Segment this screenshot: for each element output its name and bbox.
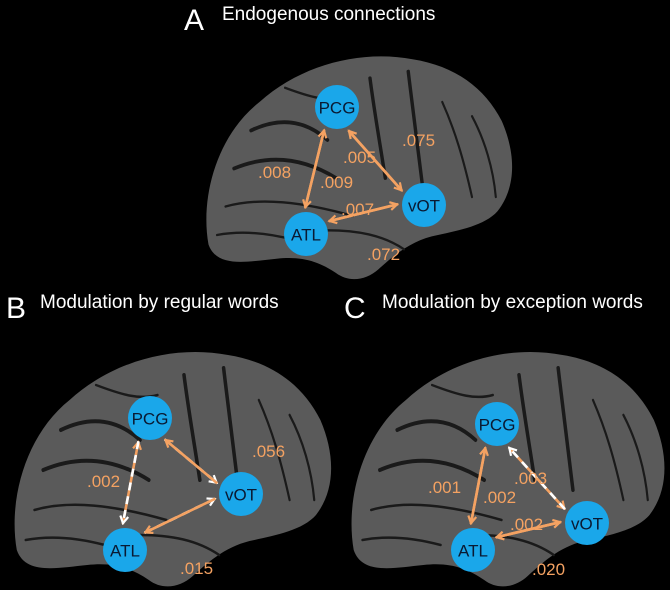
value-pcg-to-vot: .003 [514, 469, 547, 488]
connections-b [123, 438, 219, 533]
connection-values-b: .002 .056 .015 [87, 442, 285, 578]
value-vot-to-pcg: .056 [252, 442, 285, 461]
panel-c: C Modulation by exception words .001 .002… [344, 292, 667, 589]
value-pcg-to-atl: .002 [483, 488, 516, 507]
node-atl: ATL [103, 528, 147, 572]
arrow-vot-to-atl [330, 202, 399, 221]
value-atl-to-pcg: .001 [428, 478, 461, 497]
connection-values-c: .001.002.003.002.020 [428, 469, 565, 579]
brain-image-a [204, 54, 515, 281]
node-circle [284, 212, 328, 256]
node-circle [128, 396, 172, 440]
value-pcg-to-atl: .009 [320, 173, 353, 192]
nodes-a: PCG vOT ATL [284, 85, 446, 256]
node-circle [103, 528, 147, 572]
value-atl-to-pcg: .002 [87, 472, 120, 491]
arrow-vot-to-pcg [165, 440, 219, 485]
node-vot: vOT [402, 183, 446, 227]
panel-title-b: Modulation by regular words [40, 292, 279, 313]
brain-image-b [12, 350, 334, 589]
value-atl-to-pcg: .008 [258, 163, 291, 182]
node-vot: vOT [565, 501, 609, 545]
node-pcg: PCG [475, 402, 519, 446]
node-label: ATL [291, 226, 321, 245]
value-pcg-to-vot: .005 [343, 148, 376, 167]
node-atl: ATL [451, 528, 495, 572]
panel-letter-a: A [184, 4, 204, 37]
nodes-b: PCG vOT ATL [103, 396, 263, 572]
connections-a [305, 129, 404, 222]
nodes-c: PCG vOT ATL [451, 402, 609, 572]
node-label: PCG [132, 410, 169, 429]
value-vot-to-atl: .020 [532, 560, 565, 579]
node-vot: vOT [219, 472, 263, 516]
node-circle [402, 183, 446, 227]
panel-title-c: Modulation by exception words [382, 292, 643, 313]
panel-letter-c: C [344, 292, 366, 325]
node-label: PCG [319, 99, 356, 118]
value-atl-to-vot: .002 [510, 515, 543, 534]
panel-a: A Endogenous connections .008 .009 .005 .07… [184, 4, 515, 281]
panel-title-a: Endogenous connections [222, 4, 435, 25]
arrow-vot-to-atl [497, 520, 562, 537]
value-vot-to-atl: .072 [367, 245, 400, 264]
node-label: ATL [110, 542, 140, 561]
value-atl-to-vot: .007 [341, 200, 374, 219]
node-circle [219, 472, 263, 516]
connections-c [471, 447, 566, 537]
node-label: vOT [571, 515, 603, 534]
node-pcg: PCG [128, 396, 172, 440]
panel-b: B Modulation by regular words .002.056.0… [6, 292, 334, 589]
node-circle [315, 85, 359, 129]
value-vot-to-atl: .015 [180, 559, 213, 578]
node-label: vOT [408, 197, 440, 216]
arrow-pcg-to-atl [471, 447, 487, 523]
node-circle [565, 501, 609, 545]
arrow-vot-to-atl [145, 497, 217, 533]
node-circle [475, 402, 519, 446]
node-circle [451, 528, 495, 572]
node-label: ATL [458, 542, 488, 561]
arrow-vot-to-pcg [349, 131, 404, 192]
node-label: PCG [479, 416, 516, 435]
node-atl: ATL [284, 212, 328, 256]
node-label: vOT [225, 486, 257, 505]
node-pcg: PCG [315, 85, 359, 129]
panel-letter-b: B [6, 292, 26, 325]
brain-image-c [349, 350, 667, 589]
value-vot-to-pcg: .075 [402, 131, 435, 150]
connection-values-a: .008 .009 .005 .075 .007 .072 [258, 131, 435, 264]
arrow-pcg-to-atl [305, 129, 326, 207]
